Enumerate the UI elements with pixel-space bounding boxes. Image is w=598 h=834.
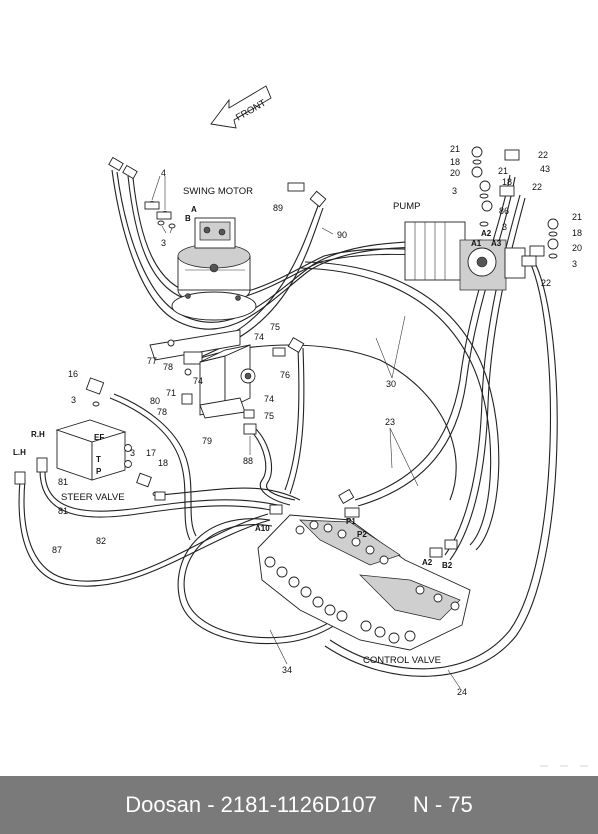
footer-part-code: Doosan - 2181-1126D107 <box>125 792 377 817</box>
part-number-87: 87 <box>52 545 62 555</box>
steer-port-rh: R.H <box>31 430 45 439</box>
part-number-21b: 21 <box>498 166 508 176</box>
part-number-88: 88 <box>243 456 253 466</box>
control-valve-label: CONTROL VALVE <box>363 655 441 666</box>
part-number-3c: 3 <box>502 222 507 232</box>
part-number-3d: 3 <box>572 259 577 269</box>
hose-lines <box>18 169 558 677</box>
part-number-81a: 81 <box>58 477 68 487</box>
steer-port-t: T <box>96 455 101 464</box>
part-number-3e: 3 <box>71 395 76 405</box>
footer-page-ref: N - 75 <box>412 792 473 817</box>
part-number-89: 89 <box>273 203 283 213</box>
footer-bar: Doosan - 2181-1126D107 N - 75 <box>0 776 598 834</box>
steer-port-ef: EF <box>94 433 104 442</box>
part-number-16: 16 <box>68 369 78 379</box>
steer-port-p: P <box>96 467 102 476</box>
part-number-22c: 22 <box>541 278 551 288</box>
pump-port-a3: A3 <box>491 239 502 248</box>
part-number-34: 34 <box>282 665 292 675</box>
part-number-75a: 75 <box>270 322 280 332</box>
swing-motor-label: SWING MOTOR <box>183 186 253 197</box>
pump-fittings <box>471 146 559 267</box>
part-number-18a: 18 <box>450 157 460 167</box>
part-number-3a: 3 <box>161 238 166 248</box>
motor-port-a: A <box>191 205 197 214</box>
bracket-assembly <box>149 329 305 435</box>
control-valve-spools <box>264 488 460 644</box>
swing-motor <box>171 217 257 321</box>
steer-port-lh: L.H <box>13 448 26 457</box>
part-number-24: 24 <box>457 687 467 697</box>
part-number-74b: 74 <box>193 376 203 386</box>
part-number-23: 23 <box>385 417 395 427</box>
hydraulic-hose-diagram: FRONT <box>13 85 588 767</box>
part-number-80: 80 <box>150 396 160 406</box>
part-number-71: 71 <box>166 388 176 398</box>
valve-port-b2: B2 <box>442 561 453 570</box>
callout-leaders <box>249 315 461 689</box>
part-number-86: 86 <box>499 206 509 216</box>
part-number-76: 76 <box>280 370 290 380</box>
part-number-90: 90 <box>337 230 347 240</box>
part-number-75b: 75 <box>264 411 274 421</box>
part-number-82: 82 <box>96 536 106 546</box>
part-number-21a: 21 <box>450 144 460 154</box>
part-number-18d: 18 <box>158 458 168 468</box>
part-number-4: 4 <box>161 168 166 178</box>
steer-valve-label: STEER VALVE <box>61 492 125 503</box>
front-direction-arrow: FRONT <box>210 85 272 129</box>
pump-port-a1: A1 <box>471 239 482 248</box>
part-number-74c: 74 <box>264 394 274 404</box>
part-number-3f: 3 <box>130 448 135 458</box>
valve-port-a2: A2 <box>422 558 433 567</box>
part-number-22a: 22 <box>538 150 548 160</box>
control-valve <box>257 488 471 651</box>
pump <box>404 221 526 291</box>
part-number-20b: 20 <box>572 243 582 253</box>
swing-motor-fittings <box>108 156 176 229</box>
steer-valve <box>14 377 166 501</box>
valve-port-p2: P2 <box>357 530 367 539</box>
part-number-79: 79 <box>202 436 212 446</box>
part-number-74a: 74 <box>254 332 264 342</box>
part-number-3b: 3 <box>452 186 457 196</box>
part-number-22b: 22 <box>532 182 542 192</box>
valve-port-a10: A10 <box>255 524 270 533</box>
pump-port-a2: A2 <box>481 229 492 238</box>
part-number-17: 17 <box>146 448 156 458</box>
part-number-77: 77 <box>147 356 157 366</box>
part-number-78b: 78 <box>157 407 167 417</box>
motor-port-b: B <box>185 214 191 223</box>
part-number-43: 43 <box>540 164 550 174</box>
fitting-89 <box>287 182 327 208</box>
part-number-20a: 20 <box>450 168 460 178</box>
part-number-30: 30 <box>386 379 396 389</box>
part-number-21c: 21 <box>572 212 582 222</box>
part-number-18b: 18 <box>502 177 512 187</box>
valve-port-p1: P1 <box>346 517 356 526</box>
part-number-18c: 18 <box>572 228 582 238</box>
pump-label: PUMP <box>393 201 420 212</box>
part-number-81b: 81 <box>58 506 68 516</box>
part-number-78a: 78 <box>163 362 173 372</box>
